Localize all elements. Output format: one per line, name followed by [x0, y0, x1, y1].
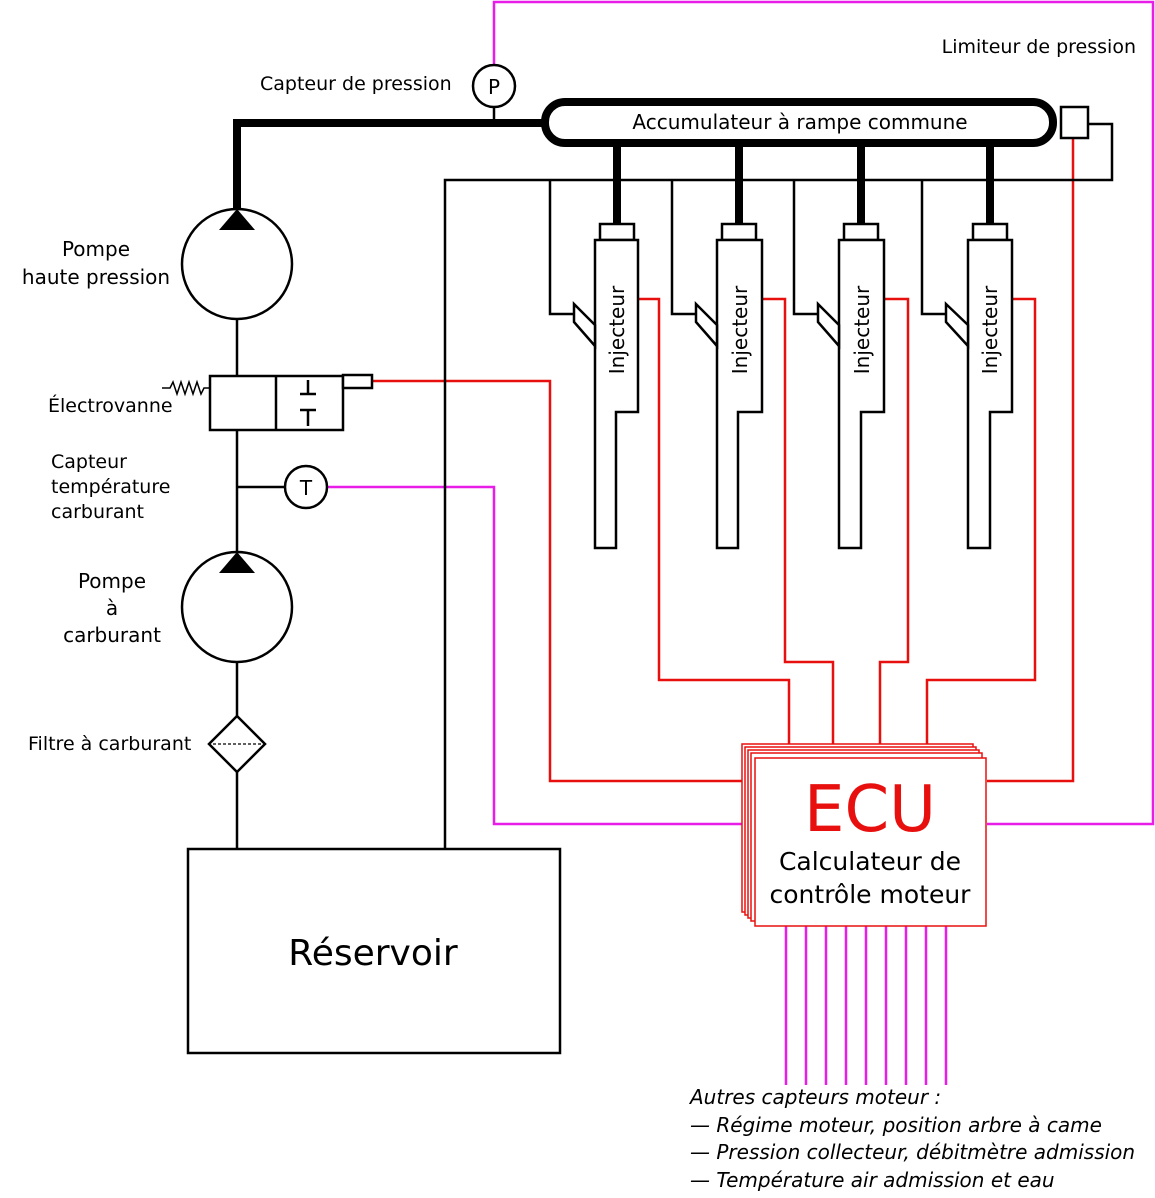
injector-4: Injecteur [944, 222, 1014, 550]
high-pressure-pump [180, 207, 294, 321]
ecu-title: ECU [804, 773, 936, 847]
common-rail-accumulator: Accumulateur à rampe commune [541, 98, 1057, 147]
fuel-pump-label-line3: carburant [63, 623, 161, 647]
other-sensors-item: — Température air admission et eau [690, 1168, 1055, 1192]
ecu-module: ECU Calculateur de contrôle moteur [741, 743, 987, 927]
temp-sensor-label-line2: température [51, 476, 170, 498]
limiter-signal-line [987, 138, 1075, 783]
tank-label: Réservoir [288, 933, 458, 974]
injector-2: Injecteur [694, 222, 764, 550]
injector-signal-lines [638, 297, 1037, 744]
injector-1: Injecteur [572, 222, 640, 550]
temp-sensor-symbol: T [299, 476, 313, 500]
other-sensors-note: Autres capteurs moteur : — Régime moteur… [688, 1085, 1135, 1192]
other-sensors-item: — Pression collecteur, débitmètre admiss… [690, 1140, 1135, 1164]
injector-3: Injecteur [816, 222, 886, 550]
injector-label: Injecteur [728, 285, 752, 374]
temp-sensor-label-line3: carburant [51, 501, 144, 523]
other-sensors-item: — Régime moteur, position arbre à came [690, 1113, 1102, 1137]
ecu-subtitle-line2: contrôle moteur [770, 880, 972, 909]
valve-label: Électrovanne [48, 394, 173, 417]
hp-pump-label-line2: haute pression [22, 265, 170, 289]
ecu-subtitle-line1: Calculateur de [779, 847, 961, 876]
injector-label: Injecteur [978, 285, 1002, 374]
pressure-sensor-label: Capteur de pression [260, 73, 452, 95]
pressure-sensor-signal-line [492, 0, 1155, 826]
high-pressure-line [233, 119, 544, 212]
pressure-limiter [1059, 105, 1090, 140]
hp-pump-label-line1: Pompe [62, 237, 130, 261]
fuel-tank: Réservoir [186, 847, 562, 1055]
fuel-filter [207, 714, 267, 774]
valve-signal-line [372, 379, 742, 783]
rail-to-injector-lines [613, 143, 994, 224]
temp-sensor: T [283, 464, 329, 510]
valve-spring-icon [162, 379, 210, 397]
injector-label: Injecteur [850, 285, 874, 374]
other-sensors-heading: Autres capteurs moteur : [688, 1085, 941, 1109]
filter-label: Filtre à carburant [28, 733, 191, 755]
fuel-pump [180, 550, 294, 664]
other-sensor-lines [784, 926, 948, 1085]
fuel-pump-label-line1: Pompe [78, 569, 146, 593]
solenoid-valve [162, 373, 374, 432]
pressure-sensor-symbol: P [488, 75, 500, 99]
temp-sensor-label-line1: Capteur [51, 451, 127, 473]
temp-sensor-signal-line [327, 485, 742, 826]
injector-label: Injecteur [605, 285, 629, 374]
return-line [443, 122, 1114, 848]
rail-label: Accumulateur à rampe commune [632, 110, 967, 134]
limiter-label: Limiteur de pression [942, 36, 1136, 58]
low-pressure-line [235, 319, 285, 848]
fuel-pump-label-line2: à [106, 596, 118, 620]
pressure-sensor: P [471, 63, 517, 109]
